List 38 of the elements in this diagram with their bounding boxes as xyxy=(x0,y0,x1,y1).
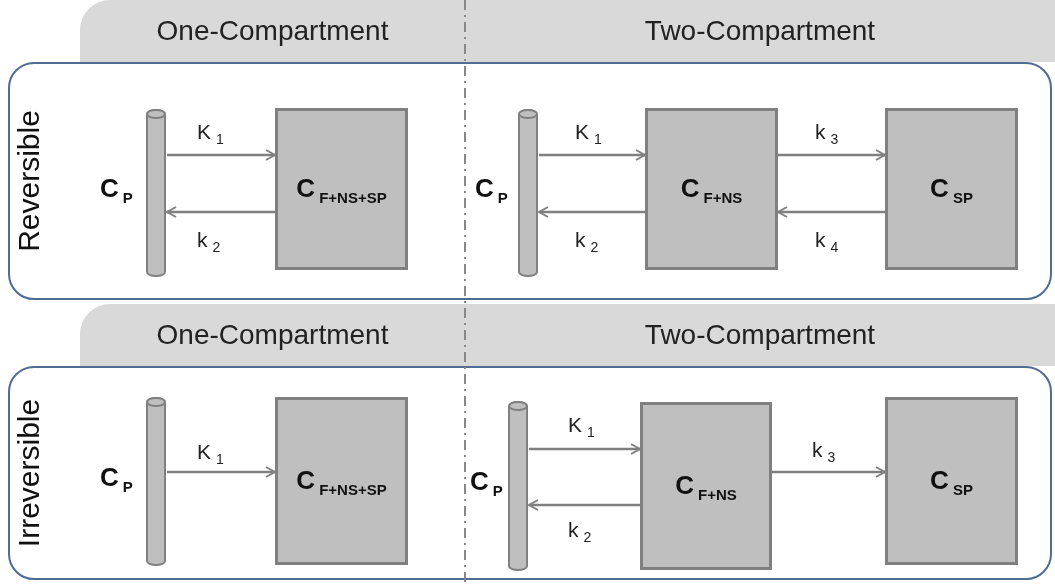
compartment-box: C$_{F+NS}$ xyxy=(645,108,778,270)
arrow xyxy=(529,443,641,455)
edge-label: k$_{3}$ xyxy=(812,438,836,465)
arrow xyxy=(778,149,886,161)
edge-label: K$_{1}$ xyxy=(575,120,602,147)
arrow xyxy=(167,466,276,478)
edge-label: K$_{1}$ xyxy=(197,440,224,467)
edge-label: K$_{1}$ xyxy=(197,120,224,147)
edge-label: K$_{1}$ xyxy=(568,413,595,440)
concentration-label: C$_{P}$ xyxy=(100,173,133,206)
arrow xyxy=(539,149,646,161)
arrow xyxy=(166,206,275,218)
compartment-box: C$_{SP}$ xyxy=(885,397,1018,565)
concentration-label: C$_{P}$ xyxy=(475,173,508,206)
section-tab: One-Compartment xyxy=(80,304,465,366)
model-panel xyxy=(8,366,1052,580)
arrow xyxy=(538,206,645,218)
model-panel xyxy=(8,62,1052,300)
edge-label: k$_{2}$ xyxy=(568,518,592,545)
concentration-label: C$_{P}$ xyxy=(470,466,503,499)
edge-label: k$_{2}$ xyxy=(197,228,221,255)
section-tab: Two-Compartment xyxy=(465,304,1055,366)
edge-label: k$_{3}$ xyxy=(815,120,839,147)
edge-label: k$_{2}$ xyxy=(575,228,599,255)
edge-label: k$_{4}$ xyxy=(815,228,839,255)
section-tab: One-Compartment xyxy=(80,0,465,62)
compartment-box: C$_{SP}$ xyxy=(885,108,1018,270)
arrow xyxy=(167,149,276,161)
arrow xyxy=(777,206,885,218)
compartment-box: C$_{F+NS}$ xyxy=(640,402,772,570)
compartment-box: C$_{F+NS+SP}$ xyxy=(275,108,408,270)
panel-title: Irreversible xyxy=(12,398,46,548)
panel-title: Reversible xyxy=(12,110,46,252)
compartment-box: C$_{F+NS+SP}$ xyxy=(275,397,408,565)
arrow xyxy=(772,466,886,478)
concentration-label: C$_{P}$ xyxy=(100,461,133,495)
section-tab: Two-Compartment xyxy=(465,0,1055,62)
arrow xyxy=(528,499,640,511)
